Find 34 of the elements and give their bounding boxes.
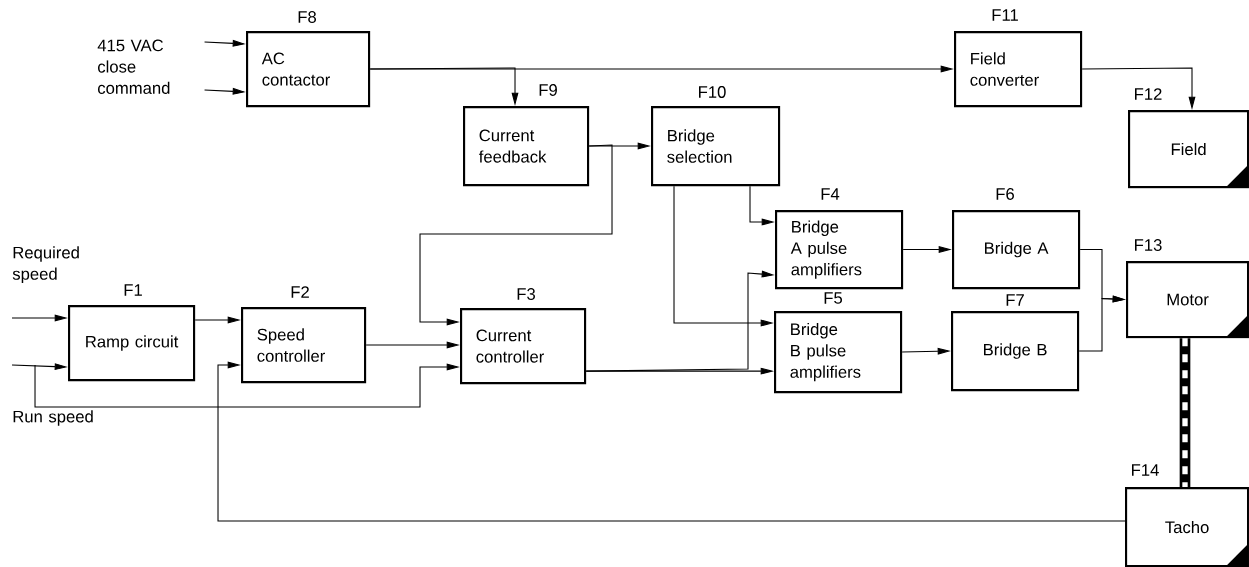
block-box: Bridge selection (651, 106, 781, 187)
input-label: 415 VAC close command (97, 39, 170, 94)
block-heading: F7 (1006, 294, 1024, 306)
block-heading: F9 (539, 84, 557, 96)
block-box: Motor (1126, 261, 1249, 339)
block-box: Bridge A pulse amplifiers (775, 210, 904, 290)
block-heading: F14 (1132, 464, 1159, 476)
block-box: Ramp circuit (68, 305, 196, 382)
arrow (217, 361, 1126, 522)
shaft-link (1179, 338, 1191, 487)
arrow (419, 144, 613, 326)
input-label: Required speed (12, 246, 79, 284)
block-box: Speed controller (241, 307, 367, 384)
block-box: Field (1128, 110, 1249, 189)
block-box: Field converter (954, 31, 1083, 108)
block-heading: F12 (1135, 88, 1162, 100)
block-box: AC contactor (246, 31, 371, 108)
block-heading: F11 (992, 9, 1018, 21)
block-heading: F1 (124, 284, 142, 296)
block-heading: F5 (824, 292, 843, 304)
block-heading: F4 (821, 188, 840, 200)
block-box: Bridge A (952, 210, 1081, 290)
block-box: Bridge B (951, 311, 1080, 392)
block-heading: F10 (699, 86, 726, 98)
block-heading: F8 (298, 11, 316, 23)
input-label: Run speed (13, 410, 93, 426)
block-heading: F3 (517, 288, 535, 300)
block-heading: F13 (1135, 239, 1162, 251)
block-heading: F2 (291, 286, 309, 298)
block-box: Current feedback (463, 106, 590, 187)
block-box: Bridge B pulse amplifiers (774, 311, 903, 394)
block-heading: F6 (996, 188, 1014, 200)
block-box: Tacho (1125, 487, 1249, 567)
block-box: Current controller (460, 308, 587, 385)
